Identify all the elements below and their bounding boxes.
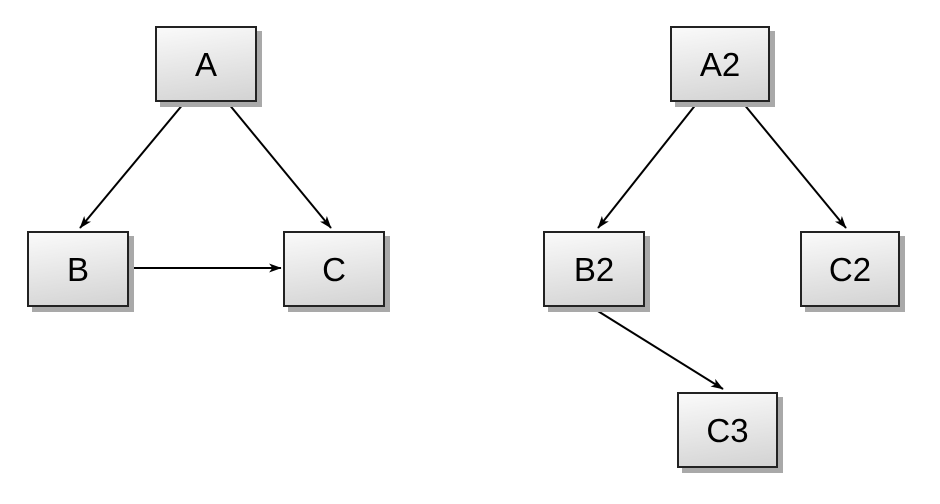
edge-A2-B2 bbox=[597, 102, 698, 229]
edge-B2-C3 bbox=[592, 307, 724, 390]
node-C3: C3 bbox=[677, 392, 778, 468]
node-B: B bbox=[27, 231, 129, 307]
edge-A2-C2 bbox=[742, 102, 847, 229]
node-label-B2: B2 bbox=[573, 250, 615, 288]
node-label-C: C bbox=[322, 250, 346, 288]
node-label-A2: A2 bbox=[699, 45, 741, 83]
node-C2: C2 bbox=[800, 231, 900, 307]
node-A2: A2 bbox=[670, 26, 770, 102]
edge-A-B bbox=[79, 102, 185, 229]
node-label-A: A bbox=[194, 45, 217, 83]
node-label-B: B bbox=[66, 250, 89, 288]
node-C: C bbox=[283, 231, 385, 307]
node-label-C3: C3 bbox=[706, 411, 749, 449]
node-A: A bbox=[155, 26, 257, 102]
edge-A-C bbox=[227, 102, 332, 229]
node-label-C2: C2 bbox=[828, 250, 872, 288]
node-B2: B2 bbox=[543, 231, 645, 307]
